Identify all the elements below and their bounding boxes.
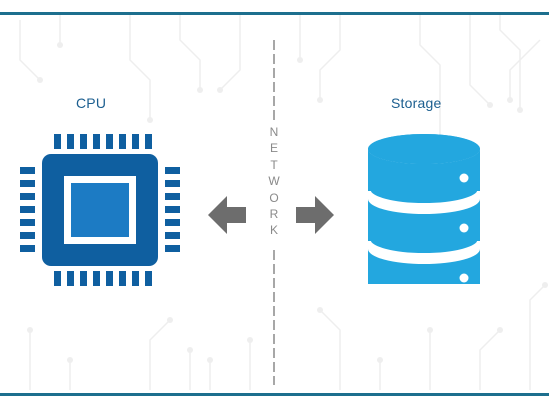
cpu-chip-icon [20,134,180,286]
network-letter: N [267,124,281,141]
database-icon [368,134,483,284]
arrow-left-icon [208,196,246,234]
network-letter: E [267,140,281,157]
arrow-right-icon [296,196,334,234]
cpu-label: CPU [76,95,107,111]
storage-label: Storage [391,95,442,111]
network-letter: K [267,222,281,239]
network-letter: O [267,189,281,207]
bottom-border [0,393,549,396]
network-label: N E T W O R K [264,124,284,239]
network-divider [273,40,275,385]
top-border [0,12,549,15]
network-letter: T [267,156,281,174]
network-letter: R [267,206,281,223]
network-letter: W [267,173,281,190]
